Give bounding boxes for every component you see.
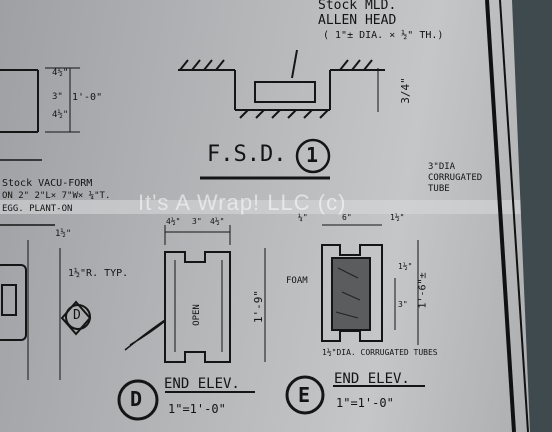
e-side-dim-1: 1½" (398, 262, 413, 271)
e-title: END ELEV. (334, 371, 410, 387)
watermark: It's A Wrap! LLC (c) (138, 190, 347, 215)
e-elevation (285, 224, 425, 415)
top-callout-line2: ALLEN HEAD (318, 13, 397, 28)
e-foam-label: FOAM (286, 276, 308, 286)
d-elevation (117, 225, 266, 421)
fsd-label: F.S.D. (207, 142, 287, 167)
top-callout-line1: Stock MLD. (318, 0, 397, 13)
top-callout-line3: ( 1"± DIA. × ½" TH.) (323, 30, 444, 41)
right-note-line1: 3"DIA (428, 162, 456, 172)
right-note-line2: CORRUGATED (428, 173, 483, 183)
d-height-dim: 1'-9" (252, 289, 266, 324)
radius-note: 1½"R. TYP. (68, 268, 129, 279)
e-top-dim-3: 1½" (390, 213, 405, 222)
e-top-dim-1: ¼" (298, 213, 308, 222)
d-callout: D (73, 308, 81, 323)
fsd-section (178, 49, 385, 180)
dark-edge (512, 0, 552, 432)
d-letter: D (130, 387, 143, 411)
d-title: END ELEV. (164, 376, 240, 392)
d-top-dim-1: 4½" (166, 217, 181, 226)
e-scale: 1"=1'-0" (336, 396, 394, 410)
e-letter: E (298, 383, 311, 407)
left-dim-2: 3" (52, 92, 63, 102)
left-note-line2: ON 2" 2"L× 7"W× ¼"T. (2, 191, 111, 201)
left-dim-1: 4½" (52, 68, 69, 78)
top-dim-right: 3/4" (398, 77, 412, 104)
left-note-line1: Stock VACU-FORM (2, 178, 93, 189)
paper-fold (0, 200, 552, 214)
mid-left-dim: 1½" (55, 229, 72, 239)
right-note-line3: TUBE (428, 184, 450, 194)
d-scale: 1"=1'-0" (168, 402, 226, 416)
e-side-dim-2: 3" (398, 300, 408, 309)
left-lower-element (0, 240, 92, 380)
e-tube-note: 1½"DIA. CORRUGATED TUBES (322, 348, 438, 357)
left-dim-3: 4½" (52, 110, 69, 120)
border-line-inner (499, 0, 529, 432)
left-elevation-partial (0, 67, 80, 226)
border-line (485, 0, 516, 432)
d-open-label: OPEN (191, 304, 202, 326)
e-height-dim: 1'-6"± (417, 272, 429, 309)
fsd-number: 1 (306, 143, 319, 167)
d-top-dim-2: 3" (192, 217, 202, 226)
e-top-dim-2: 6" (342, 213, 352, 222)
left-dim-4: 1'-0" (72, 92, 103, 103)
left-note-line3: EGG. PLANT-ON (2, 204, 73, 214)
d-top-dim-3: 4½" (210, 217, 225, 226)
